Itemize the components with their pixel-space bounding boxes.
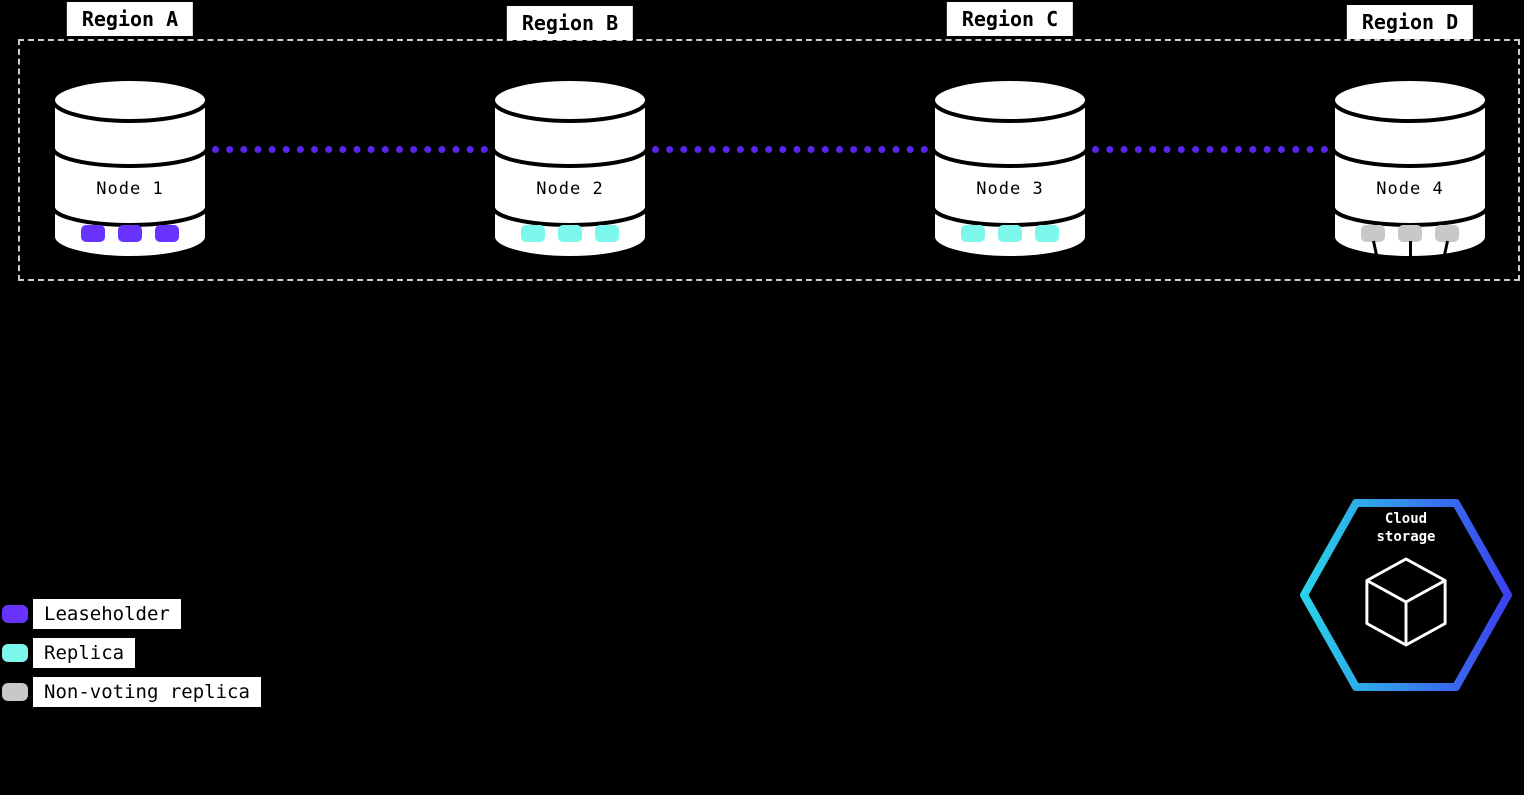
non-voting-replica-square [1361, 225, 1385, 242]
replica-square [595, 225, 619, 242]
replica-square [558, 225, 582, 242]
legend-item-replica: Replica [2, 638, 261, 668]
node-2: Node 2 [490, 76, 650, 261]
cloud-storage: Cloud storage [1298, 492, 1514, 698]
legend-item-non-voting-replica: Non-voting replica [2, 677, 261, 707]
legend-label: Leaseholder [33, 599, 181, 629]
leaseholder-square [155, 225, 179, 242]
region-d-label: Region D [1346, 5, 1474, 39]
replica-square [521, 225, 545, 242]
node-1: Node 1 [50, 76, 210, 261]
node-label: Node 1 [96, 179, 164, 199]
legend-item-leaseholder: Leaseholder [2, 599, 261, 629]
leaseholder-swatch-icon [2, 605, 28, 623]
replica-square [1035, 225, 1059, 242]
non-voting-replica-square [1435, 225, 1459, 242]
non-voting-swatch-icon [2, 683, 28, 701]
cube-icon [1365, 557, 1447, 647]
legend-label: Non-voting replica [33, 677, 261, 707]
link-node1-node2 [212, 146, 488, 153]
database-cylinder-icon [931, 77, 1089, 260]
node-label: Node 2 [536, 179, 604, 199]
link-node2-node3 [652, 146, 928, 153]
node-label: Node 4 [1376, 179, 1444, 199]
database-cylinder-icon [491, 77, 649, 260]
legend: Leaseholder Replica Non-voting replica [2, 599, 261, 716]
leaseholder-square [118, 225, 142, 242]
database-cylinder-icon [51, 77, 209, 260]
database-cylinder-icon [1331, 77, 1489, 260]
leaseholder-square [81, 225, 105, 242]
replica-squares [490, 225, 650, 242]
non-voting-connector-line [1409, 241, 1412, 256]
replica-squares [50, 225, 210, 242]
node-4: Node 4 [1330, 76, 1490, 261]
legend-label: Replica [33, 638, 136, 668]
non-voting-replica-square [1398, 225, 1422, 242]
replica-swatch-icon [2, 644, 28, 662]
node-3: Node 3 [930, 76, 1090, 261]
cloud-storage-label: Cloud storage [1376, 511, 1436, 545]
region-a-label: Region A [66, 2, 194, 36]
replica-squares [1330, 225, 1490, 242]
replica-square [961, 225, 985, 242]
replica-square [998, 225, 1022, 242]
cluster-boundary [18, 39, 1520, 281]
replica-squares [930, 225, 1090, 242]
region-b-label: Region B [506, 6, 634, 40]
hexagon-icon [1300, 499, 1512, 691]
link-node3-node4 [1092, 146, 1328, 153]
region-c-label: Region C [946, 2, 1074, 36]
node-label: Node 3 [976, 179, 1044, 199]
